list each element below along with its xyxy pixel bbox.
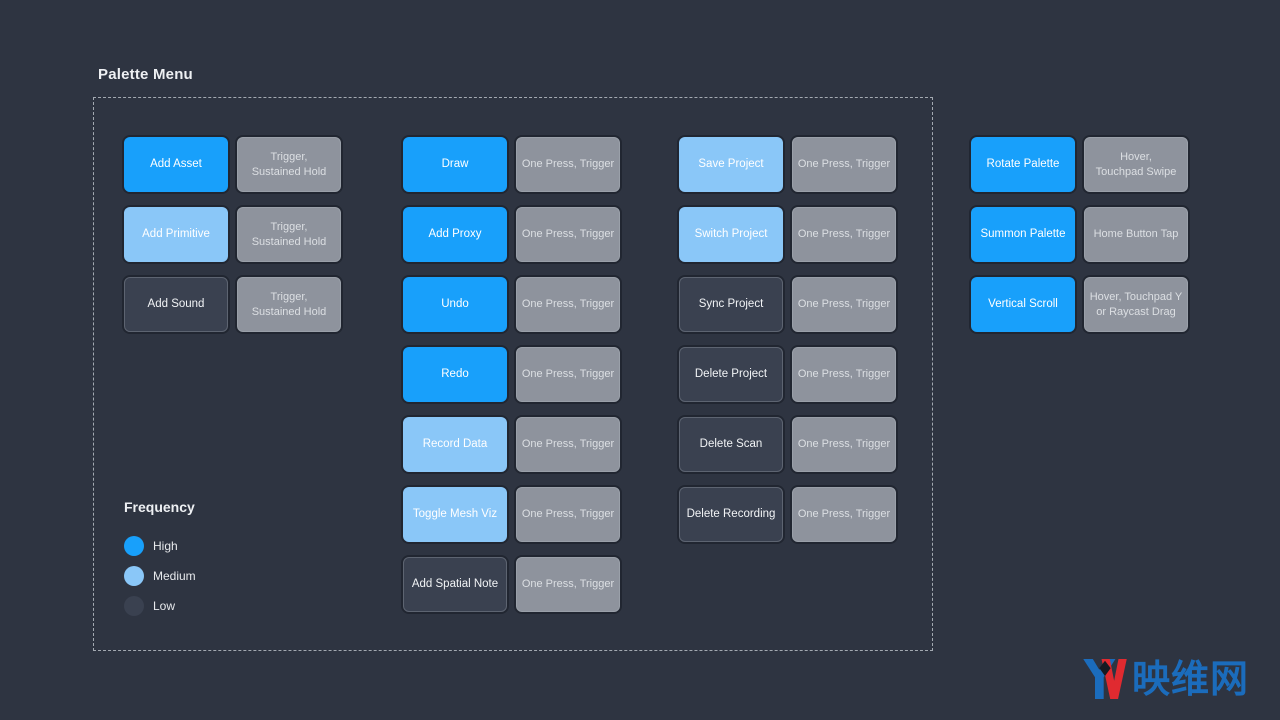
trigger-label-text: Trigger, Sustained Hold [251, 150, 327, 178]
action-button-add-asset[interactable]: Add Asset [124, 137, 228, 192]
action-button-rotate-palette[interactable]: Rotate Palette [971, 137, 1075, 192]
action-button-label: Add Primitive [142, 227, 210, 240]
trigger-label-chip: Trigger, Sustained Hold [237, 277, 341, 332]
action-button-add-proxy[interactable]: Add Proxy [403, 207, 507, 262]
action-button-add-sound[interactable]: Add Sound [124, 277, 228, 332]
legend-item-high: High [124, 536, 284, 556]
action-button-label: Add Proxy [428, 227, 482, 240]
action-button-label: Rotate Palette [986, 157, 1060, 170]
legend-label: Medium [153, 569, 196, 583]
trigger-label-chip: One Press, Trigger [516, 207, 620, 262]
trigger-label-text: Hover, Touchpad Swipe [1095, 150, 1177, 178]
trigger-label-chip: Hover, Touchpad Swipe [1084, 137, 1188, 192]
action-button-add-primitive[interactable]: Add Primitive [124, 207, 228, 262]
trigger-label-text: One Press, Trigger [797, 298, 891, 311]
action-button-toggle-mesh-viz[interactable]: Toggle Mesh Viz [403, 487, 507, 542]
legend-item-medium: Medium [124, 566, 284, 586]
action-button-label: Delete Project [694, 367, 768, 380]
trigger-label-chip: One Press, Trigger [516, 137, 620, 192]
trigger-label-text: One Press, Trigger [521, 578, 615, 591]
trigger-label-chip: One Press, Trigger [792, 207, 896, 262]
trigger-label-chip: Home Button Tap [1084, 207, 1188, 262]
action-button-redo[interactable]: Redo [403, 347, 507, 402]
page-title: Palette Menu [98, 66, 193, 83]
action-button-label: Undo [441, 297, 469, 310]
action-button-label: Save Project [698, 157, 764, 170]
legend-item-low: Low [124, 596, 284, 616]
trigger-label-text: One Press, Trigger [521, 158, 615, 171]
dotted-frame [93, 97, 933, 651]
trigger-label-chip: One Press, Trigger [792, 137, 896, 192]
trigger-label-text: One Press, Trigger [797, 228, 891, 241]
trigger-label-text: One Press, Trigger [521, 438, 615, 451]
action-button-label: Delete Scan [699, 437, 763, 450]
trigger-label-chip: One Press, Trigger [516, 417, 620, 472]
action-button-record-data[interactable]: Record Data [403, 417, 507, 472]
action-button-label: Add Asset [150, 157, 202, 170]
action-button-delete-recording[interactable]: Delete Recording [679, 487, 783, 542]
trigger-label-text: Home Button Tap [1093, 228, 1179, 241]
trigger-label-chip: One Press, Trigger [792, 417, 896, 472]
trigger-label-chip: One Press, Trigger [516, 347, 620, 402]
legend-label: High [153, 539, 178, 553]
action-button-save-project[interactable]: Save Project [679, 137, 783, 192]
action-button-label: Sync Project [698, 297, 764, 310]
action-button-sync-project[interactable]: Sync Project [679, 277, 783, 332]
yv-monogram-icon [1083, 659, 1127, 699]
trigger-label-chip: One Press, Trigger [792, 487, 896, 542]
yivian-watermark-logo: 映维网 [1083, 659, 1249, 699]
trigger-label-text: One Press, Trigger [521, 368, 615, 381]
action-button-vertical-scroll[interactable]: Vertical Scroll [971, 277, 1075, 332]
trigger-label-chip: Trigger, Sustained Hold [237, 207, 341, 262]
action-button-label: Record Data [422, 437, 488, 450]
action-button-delete-scan[interactable]: Delete Scan [679, 417, 783, 472]
action-button-undo[interactable]: Undo [403, 277, 507, 332]
action-button-label: Delete Recording [686, 507, 776, 520]
medium-frequency-dot-icon [124, 566, 144, 586]
action-button-delete-project[interactable]: Delete Project [679, 347, 783, 402]
trigger-label-chip: Trigger, Sustained Hold [237, 137, 341, 192]
trigger-label-chip: One Press, Trigger [792, 347, 896, 402]
trigger-label-text: One Press, Trigger [797, 508, 891, 521]
action-button-label: Redo [441, 367, 469, 380]
action-button-label: Toggle Mesh Viz [412, 507, 498, 520]
trigger-label-text: One Press, Trigger [797, 158, 891, 171]
trigger-label-text: Hover, Touchpad Y or Raycast Drag [1089, 290, 1183, 318]
trigger-label-chip: One Press, Trigger [516, 277, 620, 332]
low-frequency-dot-icon [124, 596, 144, 616]
action-button-label: Summon Palette [980, 227, 1066, 240]
trigger-label-text: Trigger, Sustained Hold [251, 220, 327, 248]
trigger-label-text: One Press, Trigger [797, 438, 891, 451]
action-button-draw[interactable]: Draw [403, 137, 507, 192]
trigger-label-chip: One Press, Trigger [516, 557, 620, 612]
trigger-label-text: One Press, Trigger [521, 228, 615, 241]
action-button-label: Switch Project [694, 227, 768, 240]
action-button-switch-project[interactable]: Switch Project [679, 207, 783, 262]
frequency-legend: Frequency High Medium Low [124, 499, 284, 626]
trigger-label-text: One Press, Trigger [521, 508, 615, 521]
trigger-label-text: One Press, Trigger [797, 368, 891, 381]
watermark-text: 映维网 [1132, 657, 1250, 701]
trigger-label-text: Trigger, Sustained Hold [251, 290, 327, 318]
action-button-label: Add Sound [147, 297, 205, 310]
action-button-add-spatial-note[interactable]: Add Spatial Note [403, 557, 507, 612]
action-button-label: Vertical Scroll [988, 297, 1058, 310]
trigger-label-chip: One Press, Trigger [516, 487, 620, 542]
trigger-label-text: One Press, Trigger [521, 298, 615, 311]
action-button-label: Draw [441, 157, 469, 170]
high-frequency-dot-icon [124, 536, 144, 556]
action-button-summon-palette[interactable]: Summon Palette [971, 207, 1075, 262]
legend-heading: Frequency [124, 499, 195, 515]
trigger-label-chip: One Press, Trigger [792, 277, 896, 332]
trigger-label-chip: Hover, Touchpad Y or Raycast Drag [1084, 277, 1188, 332]
legend-label: Low [153, 599, 176, 613]
action-button-label: Add Spatial Note [411, 577, 499, 590]
